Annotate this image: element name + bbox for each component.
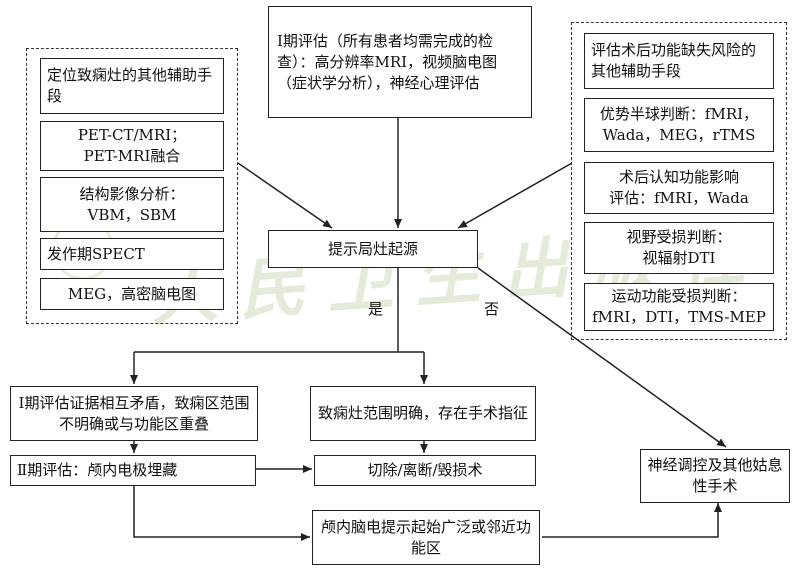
clear-zone-box: 致痫灶范围明确，存在手术指征 — [310, 386, 536, 441]
pet-fusion-box: PET-CT/MRI； PET-MRI融合 — [40, 121, 224, 171]
phase2-evaluation-box: Ⅱ期评估：颅内电极埋藏 — [10, 455, 256, 486]
phase1-evaluation-box: Ⅰ期评估（所有患者均需完成的检查）：高分辨率MRI，视频脑电图（症状学分析），神… — [268, 6, 532, 118]
contradictory-evidence-box: Ⅰ期评估证据相互矛盾，致痫区范围不明确或与功能区重叠 — [10, 386, 258, 441]
edge-left-focal — [237, 162, 333, 229]
edge-focal-no — [477, 267, 727, 448]
no-label: 否 — [484, 300, 500, 318]
motor-function-box: 运动功能受损判断： fMRI，DTI，TMS-MEP — [584, 283, 774, 331]
meg-eeg-box: MEG，高密脑电图 — [40, 278, 224, 310]
edge-ieeg-neuromod — [542, 503, 722, 538]
edge-phase2-ieeg — [133, 484, 310, 541]
structural-imaging-box: 结构影像分析： VBM，SBM — [40, 177, 224, 232]
localization-aids-title: 定位致痫灶的其他辅助手段 — [40, 58, 224, 114]
visual-field-box: 视野受损判断： 视辐射DTI — [584, 222, 774, 274]
functional-risk-aids-title: 评估术后功能缺失风险的其他辅助手段 — [584, 33, 774, 89]
neuromodulation-box: 神经调控及其他姑息性手术 — [640, 449, 790, 503]
functional-risk-aids-group — [571, 22, 787, 340]
edge-right-focal — [457, 162, 573, 229]
focal-origin-box: 提示局灶起源 — [268, 230, 478, 268]
ictal-spect-box: 发作期SPECT — [40, 238, 224, 270]
cognitive-impact-box: 术后认知功能影响 评估：fMRI，Wada — [584, 162, 774, 214]
intracranial-eeg-box: 颅内脑电提示起始广泛或邻近功能区 — [312, 510, 540, 565]
resection-box: 切除/离断/毁损术 — [314, 455, 536, 486]
hemisphere-dominance-box: 优势半球判断：fMRI， Wada，MEG，rTMS — [584, 98, 774, 152]
yes-label: 是 — [368, 300, 384, 318]
localization-aids-group — [26, 48, 238, 324]
